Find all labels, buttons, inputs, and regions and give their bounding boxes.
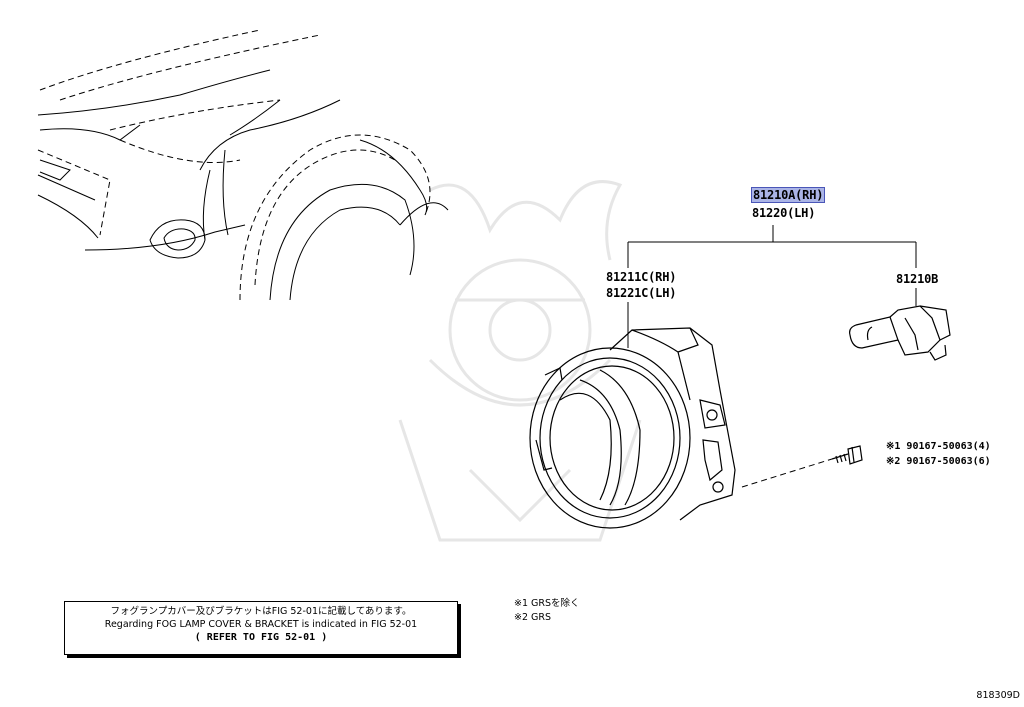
footnote-1: ※1 GRSを除く (514, 598, 580, 609)
part-number-81221c-lh[interactable]: 81221C(LH) (606, 286, 677, 300)
highlighted-part-number[interactable]: 81210A(RH) (750, 187, 826, 203)
note-reference[interactable]: ( REFER TO FIG 52-01 ) (194, 632, 328, 643)
diagram-code: 818309D (976, 690, 1020, 701)
part-number-81211c-rh[interactable]: 81211C(RH) (606, 270, 677, 284)
part-number-81220-lh[interactable]: 81220(LH) (752, 206, 816, 220)
fog-lamp-unit (529, 327, 736, 529)
note-english: Regarding FOG LAMP COVER & BRACKET is in… (104, 619, 418, 630)
footnote-2: ※2 GRS (514, 612, 552, 623)
leader-lines (627, 225, 917, 488)
part-number-81210a-rh[interactable]: 81210A(RH) (750, 187, 826, 203)
note-japanese: フォグランプカバー及びブラケットはFIG 52-01に記載してあります。 (110, 606, 412, 617)
bolt-90167-50063 (831, 445, 863, 465)
part-number-81210b[interactable]: 81210B (896, 272, 939, 286)
reference-note-box: フォグランプカバー及びブラケットはFIG 52-01に記載してあります。 Reg… (64, 601, 458, 655)
part-number-bolt-2[interactable]: ※2 90167-50063(6) (886, 456, 991, 467)
bulb-81210b (849, 305, 951, 361)
part-number-bolt-1[interactable]: ※1 90167-50063(4) (886, 441, 991, 452)
vehicle-front-outline (37, 29, 449, 301)
watermark-emblem (398, 180, 642, 542)
